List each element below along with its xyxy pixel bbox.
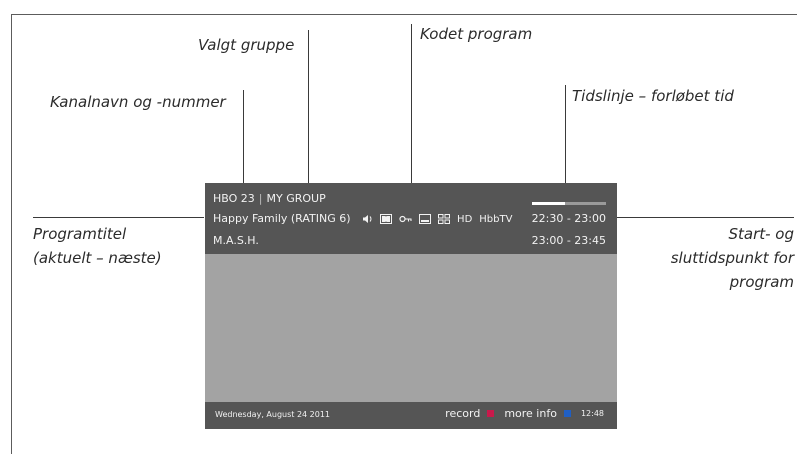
callout-kodet-program: Kodet program: [420, 25, 533, 43]
current-program-time: 22:30 - 23:00: [531, 212, 606, 225]
callout-start-slut-line2: sluttidspunkt for: [670, 249, 794, 267]
leader-line-tidslinje: [565, 85, 566, 202]
callout-programtitel-line2: (aktuelt – næste): [33, 249, 162, 267]
footer-clock: 12:48: [580, 409, 604, 418]
callout-start-slut-line3: program: [729, 273, 794, 291]
current-program-title: Happy Family (RATING 6): [213, 212, 351, 225]
leader-line-kanalnavn: [243, 90, 244, 190]
timeline-bar: [532, 202, 606, 205]
next-program-title: M.A.S.H.: [213, 234, 259, 247]
callout-start-slut-line1: Start- og: [728, 225, 794, 243]
next-program-time: 23:00 - 23:45: [531, 234, 606, 247]
more-info-label: more info: [504, 407, 557, 420]
leader-line-valgt-gruppe: [308, 30, 309, 190]
record-button[interactable]: [487, 410, 495, 417]
hbbtv-icon: HbbTV: [479, 213, 513, 225]
hd-icon: HD: [457, 213, 473, 225]
program-icons: HD HbbTV: [362, 214, 512, 225]
callout-tidslinje: Tidslinje – forløbet tid: [572, 87, 734, 105]
callout-programtitel-line1: Programtitel: [33, 225, 127, 243]
record-label: record: [445, 407, 481, 420]
channel-name: HBO 23: [213, 192, 255, 205]
current-program-row: Happy Family (RATING 6) HD HbbTV: [213, 212, 512, 225]
timeline-elapsed: [532, 202, 566, 205]
leader-line-programtitel: [33, 217, 204, 218]
key-icon: [399, 214, 412, 224]
group-name: MY GROUP: [266, 192, 326, 205]
callout-valgt-gruppe: Valgt gruppe: [198, 36, 295, 54]
more-info-button[interactable]: [563, 410, 571, 417]
teletext-icon: [438, 214, 451, 224]
separator: |: [258, 192, 263, 205]
subtitle-icon: [419, 214, 432, 224]
leader-line-kodet-program: [411, 24, 412, 199]
footer-date: Wednesday, August 24 2011: [215, 410, 331, 419]
timeline-remaining: [565, 202, 606, 205]
footer-bar: Wednesday, August 24 2011 record more in…: [205, 402, 617, 429]
callout-kanalnavn: Kanalnavn og -nummer: [50, 93, 226, 111]
info-banner: HBO 23|MY GROUP Happy Family (RATING 6): [205, 183, 617, 254]
callout-programtitel: Programtitel (aktuelt – næste): [33, 222, 162, 270]
channel-row: HBO 23|MY GROUP: [213, 192, 326, 205]
tv-screen: HBO 23|MY GROUP Happy Family (RATING 6): [205, 183, 617, 429]
leader-line-start-slut: [612, 217, 794, 218]
diagram-frame: [11, 14, 797, 454]
callout-start-slut: Start- og sluttidspunkt for program: [620, 222, 794, 294]
dolby-icon: [380, 214, 393, 224]
audio-icon: [362, 214, 373, 224]
footer-actions: record more info 12:48: [445, 407, 604, 420]
